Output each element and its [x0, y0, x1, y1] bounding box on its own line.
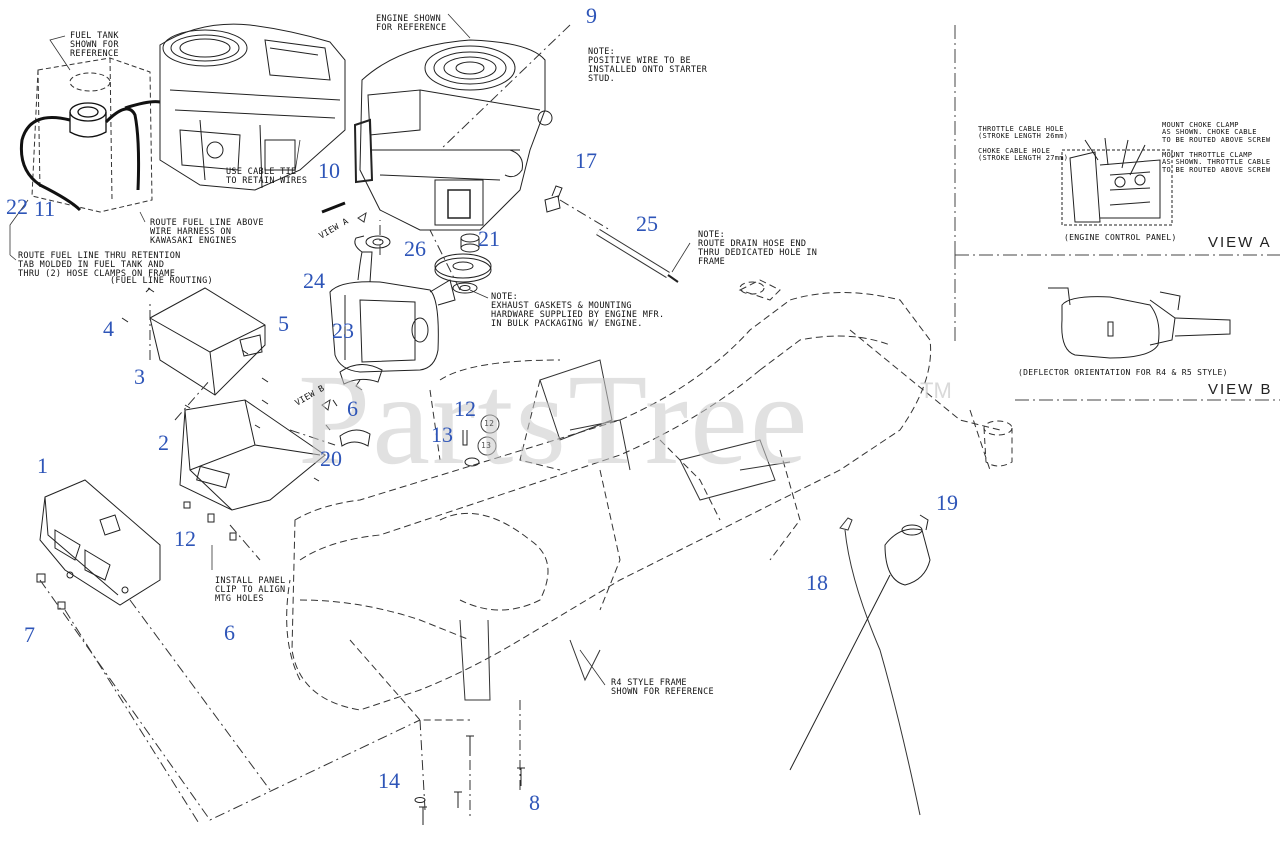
callout-12-bottom[interactable]: 12	[174, 526, 196, 551]
view-b-caption: (DEFLECTOR ORIENTATION FOR R4 & R5 STYLE…	[1018, 368, 1228, 377]
fuel-cap	[69, 102, 107, 138]
view-a-choke-hole: CHOKE CABLE HOLE (STROKE LENGTH 27mm)	[978, 147, 1069, 163]
note-panel-clip: INSTALL PANEL CLIP TO ALIGN MTG HOLES	[215, 576, 286, 604]
view-a-detail	[1061, 137, 1173, 226]
view-arrows	[321, 211, 367, 411]
note-route-thru: ROUTE FUEL LINE THRU RETENTION TAB MOLDE…	[18, 251, 181, 279]
callout-23[interactable]: 23	[332, 318, 354, 343]
callout-17[interactable]: 17	[575, 148, 597, 173]
callout-20[interactable]: 20	[320, 446, 342, 471]
note-positive-wire: NOTE: POSITIVE WIRE TO BE INSTALLED ONTO…	[588, 47, 708, 84]
callout-5[interactable]: 5	[278, 311, 289, 336]
callout-13[interactable]: 13	[431, 422, 453, 447]
watermark: PartsTree	[298, 348, 810, 492]
callout-4[interactable]: 4	[103, 316, 114, 341]
view-a-throttle-hole: THROTTLE CABLE HOLE (STROKE LENGTH 26mm)	[978, 125, 1069, 141]
callout-6-top[interactable]: 6	[347, 396, 358, 421]
callout-2[interactable]: 2	[158, 430, 169, 455]
note-fuel-routing: (FUEL LINE ROUTING)	[110, 276, 213, 286]
throttle-cable	[839, 517, 921, 816]
pulley	[434, 253, 492, 294]
callout-12-top[interactable]: 12	[454, 396, 476, 421]
callout-18[interactable]: 18	[806, 570, 828, 595]
engine-routing-view	[159, 23, 346, 191]
callout-3[interactable]: 3	[134, 364, 145, 389]
frame-solid-detail	[459, 359, 791, 701]
mower-frame	[286, 279, 1001, 721]
drain-hose	[596, 229, 679, 283]
note-cable-tie: USE CABLE TIE TO RETAIN WIRES	[226, 167, 308, 186]
fuel-tank	[31, 57, 153, 213]
callout-26[interactable]: 26	[404, 236, 426, 261]
alignment-lines	[39, 24, 611, 826]
main-engine	[353, 39, 553, 231]
frame-tube-right	[739, 281, 1013, 467]
callout-1[interactable]: 1	[37, 453, 48, 478]
note-drain-hose: NOTE: ROUTE DRAIN HOSE END THRU DEDICATE…	[698, 230, 818, 267]
fuel-line	[19, 100, 161, 212]
note-exhaust: NOTE: EXHAUST GASKETS & MOUNTING HARDWAR…	[491, 292, 665, 329]
spacer	[460, 233, 480, 253]
callout-24[interactable]: 24	[303, 268, 325, 293]
view-a-throttle-clamp: MOUNT THROTTLE CLAMP AS SHOWN. THROTTLE …	[1162, 151, 1271, 174]
note-fuel-tank: FUEL TANK SHOWN FOR REFERENCE	[70, 31, 119, 59]
choke-control	[789, 514, 931, 771]
deflector	[339, 364, 383, 447]
muffler	[329, 235, 456, 373]
callout-14[interactable]: 14	[378, 768, 400, 793]
heat-shield	[149, 287, 266, 396]
control-panel	[39, 479, 161, 606]
note-leaders	[9, 13, 691, 686]
view-b-detail	[1048, 287, 1231, 359]
note-route-above: ROUTE FUEL LINE ABOVE WIRE HARNESS ON KA…	[150, 218, 264, 246]
ref-circles	[477, 414, 500, 456]
engine-bracket	[179, 399, 326, 511]
hardware	[36, 287, 525, 825]
view-a-choke-clamp: MOUNT CHOKE CLAMP AS SHOWN. CHOKE CABLE …	[1162, 121, 1271, 144]
callout-25[interactable]: 25	[636, 211, 658, 236]
view-b-label: VIEW B	[1208, 381, 1273, 398]
watermark-tm: TM	[920, 378, 952, 403]
fitting	[544, 185, 563, 213]
callout-11[interactable]: 11	[34, 196, 56, 221]
callout-9[interactable]: 9	[586, 3, 597, 28]
note-engine-shown: ENGINE SHOWN FOR REFERENCE	[376, 14, 447, 33]
note-frame-ref: R4 STYLE FRAME SHOWN FOR REFERENCE	[611, 678, 714, 697]
callout-6-bottom[interactable]: 6	[224, 620, 235, 645]
view-a-label: VIEW A	[1208, 234, 1272, 251]
ref-circle-12-label: 12	[484, 419, 495, 428]
callout-8[interactable]: 8	[529, 790, 540, 815]
callout-10[interactable]: 10	[318, 158, 340, 183]
view-a-caption: (ENGINE CONTROL PANEL)	[1064, 233, 1177, 242]
callout-19[interactable]: 19	[936, 490, 958, 515]
cable-tie	[321, 201, 346, 214]
exhaust-gasket-top	[365, 235, 391, 249]
view-separators	[954, 25, 1280, 401]
callout-22[interactable]: 22	[6, 194, 28, 219]
callout-21[interactable]: 21	[478, 226, 500, 251]
ref-circle-13-label: 13	[481, 441, 492, 450]
callout-7[interactable]: 7	[24, 622, 35, 647]
